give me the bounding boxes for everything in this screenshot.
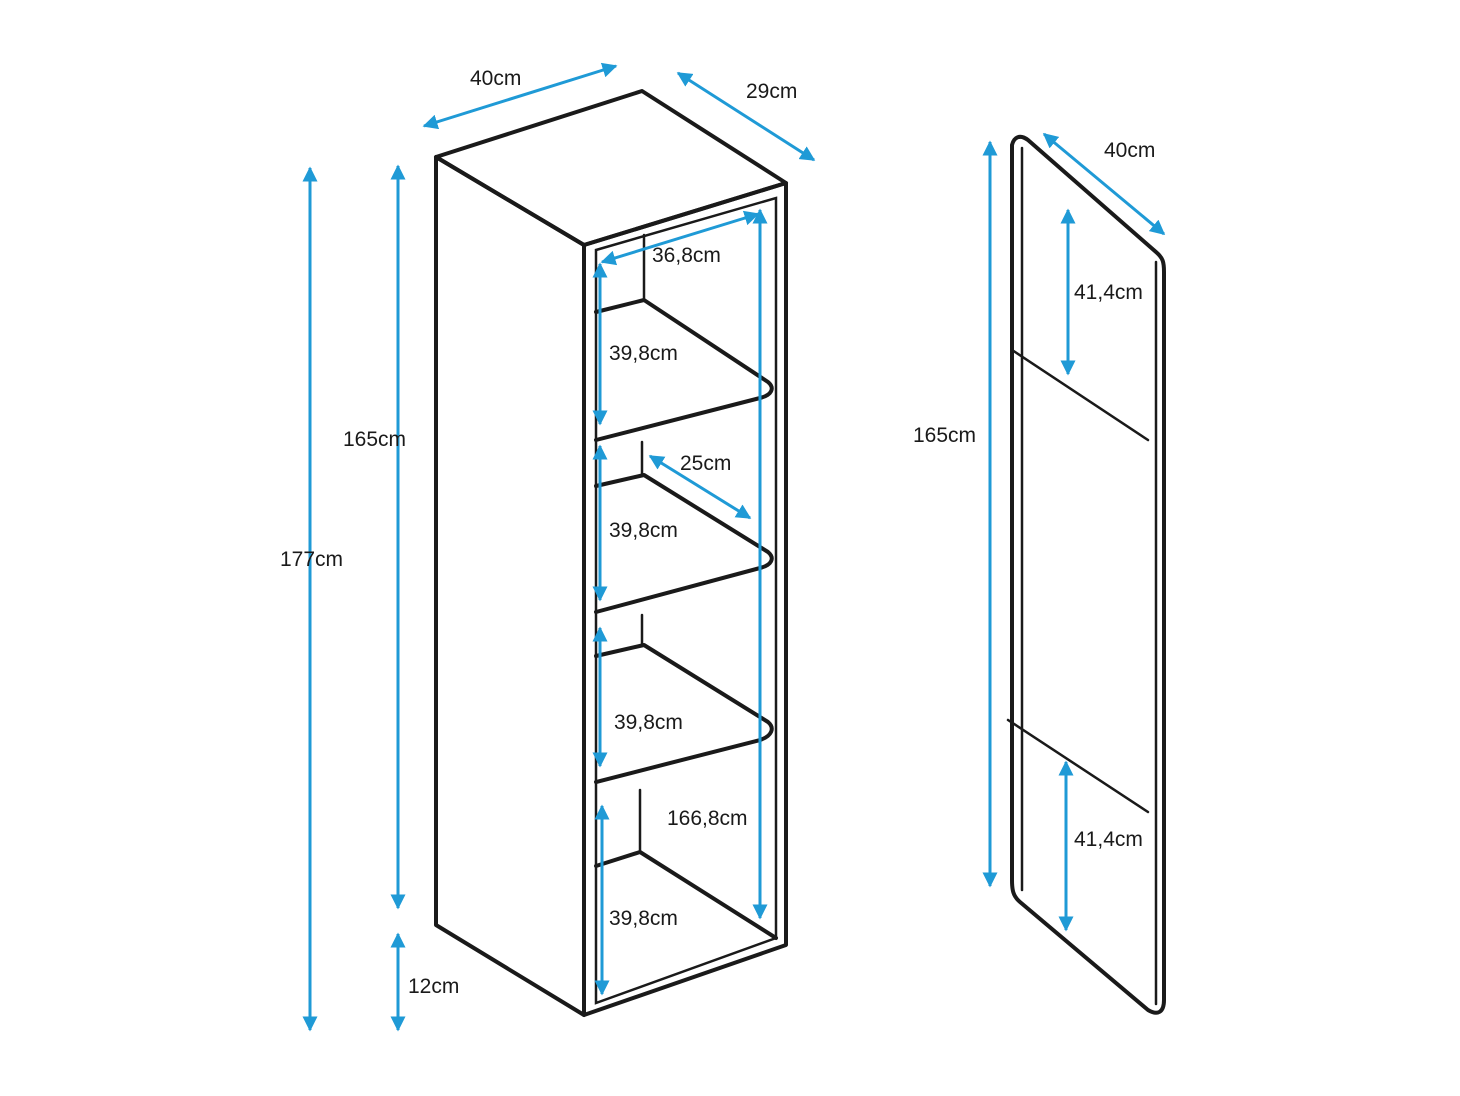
dimension-lines <box>302 62 1166 1032</box>
dim-arrow-inner-width <box>600 210 760 266</box>
label-inner-width: 36,8cm <box>652 244 721 267</box>
dim-arrow-door-width <box>1042 132 1166 236</box>
label-gap-bottom: 12cm <box>408 975 459 998</box>
label-top-depth: 29cm <box>746 80 797 103</box>
door <box>1006 134 1166 1015</box>
label-shelf-depth: 25cm <box>680 452 731 475</box>
shelf <box>594 298 774 442</box>
label-shelf-3: 39,8cm <box>614 711 683 734</box>
door-hinge-line-top <box>1010 348 1150 442</box>
label-shelf-1: 39,8cm <box>609 342 678 365</box>
label-total-height: 177cm <box>280 548 343 571</box>
label-shelf-4: 39,8cm <box>609 907 678 930</box>
shelf <box>594 850 778 940</box>
label-inner-height: 166,8cm <box>667 807 748 830</box>
dim-arrow-shelf-depth <box>648 454 752 520</box>
dim-arrow-top-depth <box>676 71 816 162</box>
label-top-width: 40cm <box>470 67 521 90</box>
label-shelf-2: 39,8cm <box>609 519 678 542</box>
label-hinge-bottom: 41,4cm <box>1074 828 1143 851</box>
label-door-height: 165cm <box>913 424 976 447</box>
door-hinge-line-bottom <box>1006 718 1150 814</box>
label-hinge-top: 41,4cm <box>1074 281 1143 304</box>
label-door-width: 40cm <box>1104 139 1155 162</box>
cabinet-side-panel <box>434 155 586 1017</box>
cabinet <box>434 89 788 1017</box>
door-panel <box>1010 134 1166 1015</box>
dim-arrow-top-width <box>422 62 618 130</box>
dimension-labels: 40cm 29cm 36,8cm 39,8cm 25cm 39,8cm 39,8… <box>280 67 1155 998</box>
label-body-height: 165cm <box>343 428 406 451</box>
shelf <box>594 473 774 614</box>
